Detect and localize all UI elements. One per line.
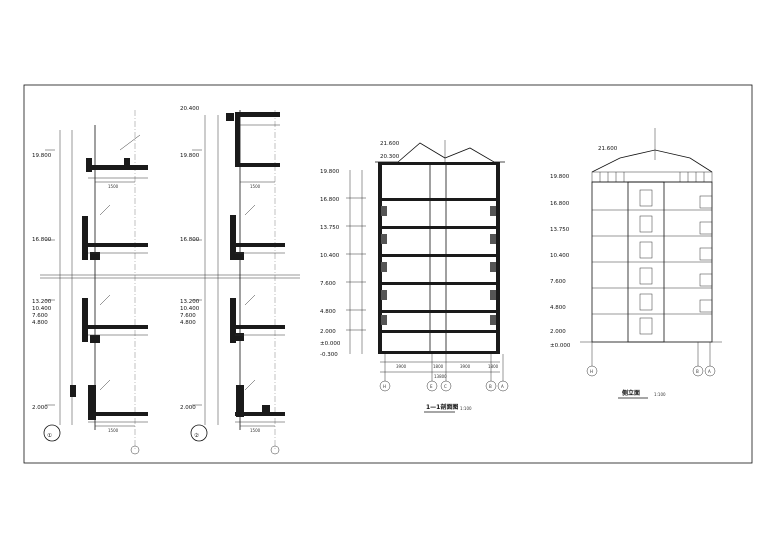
elevation-elev-6: 4.800 — [550, 305, 566, 311]
section-scale: 1:100 — [460, 406, 472, 411]
elevation-elev-7: 2.000 — [550, 329, 566, 335]
wall2-elevation-5: 7.600 — [180, 313, 196, 319]
elevation-axis-1: B — [696, 369, 699, 374]
elevation-scale: 1:100 — [654, 392, 666, 397]
section-elevation-6: 7.600 — [320, 281, 336, 287]
section-axis-4: A — [501, 384, 504, 389]
section-elevation-4: 13.750 — [320, 225, 340, 231]
section-1-1: 21.600 20.300 19.800 16.800 13.750 10.40… — [320, 140, 509, 413]
wall2-elevation-6: 4.800 — [180, 320, 196, 326]
section-elevation-0: 21.600 — [380, 141, 400, 147]
section-title: 1—1剖面图 — [426, 403, 458, 411]
elevation-elev-3: 13.750 — [550, 227, 570, 233]
wall1-elevation-1: 16.800 — [32, 237, 52, 243]
elevation-elev-8: ±0.000 — [550, 343, 571, 349]
section-axis-3: B — [489, 384, 492, 389]
section-axis-1: E — [430, 384, 433, 389]
wall-section-2: 20.400 19.800 16.800 13.200 10.400 7.600… — [180, 106, 285, 455]
wall1-elevation-6: 2.000 — [32, 405, 48, 411]
wall2-dimension-top: 1500 — [250, 184, 261, 189]
wall1-section-marker — [43, 424, 61, 442]
wall2-elevation-7: 2.000 — [180, 405, 196, 411]
section-elevation-10: -0.300 — [320, 352, 338, 358]
section-floor-slabs — [378, 162, 500, 354]
wall2-elevation-4: 10.400 — [180, 306, 200, 312]
wall1-elevation-0: 19.800 — [32, 153, 52, 159]
side-elevation: 21.600 19.800 16.800 13.750 10.400 7.600… — [550, 128, 722, 399]
elevation-elev-5: 7.600 — [550, 279, 566, 285]
drawing-frame — [23, 84, 753, 464]
section-elevation-9: ±0.000 — [320, 341, 341, 347]
wall2-section-marker — [190, 424, 208, 442]
elevation-title: 侧立面 — [622, 389, 640, 397]
section-dim-3: 1800 — [488, 364, 499, 369]
wall1-elevation-4: 7.600 — [32, 313, 48, 319]
section-dim-1: 1800 — [433, 364, 444, 369]
elevation-elev-2: 16.800 — [550, 201, 570, 207]
wall2-elevation-0: 20.400 — [180, 106, 200, 112]
elevation-axis-2: A — [708, 369, 711, 374]
elevation-windows — [639, 189, 653, 335]
wall1-marker-label: ① — [47, 433, 52, 439]
wall2-dimension-bottom: 1500 — [250, 428, 261, 433]
section-elevation-2: 19.800 — [320, 169, 340, 175]
wall2-elevation-3: 13.200 — [180, 299, 200, 305]
wall1-dimension-top: 1500 — [108, 184, 119, 189]
section-elevation-5: 10.400 — [320, 253, 340, 259]
wall2-marker-label: ② — [194, 432, 199, 439]
section-dim-0: 3900 — [396, 364, 407, 369]
elevation-elev-4: 10.400 — [550, 253, 570, 259]
section-elevation-8: 2.000 — [320, 329, 336, 335]
elevation-elev-0: 21.600 — [598, 146, 618, 152]
section-dim-2: 3900 — [460, 364, 471, 369]
section-elevation-3: 16.800 — [320, 197, 340, 203]
wall1-elevation-3: 10.400 — [32, 306, 52, 312]
section-total-dim: 13800 — [434, 374, 447, 379]
wall1-dimension-bottom: 1500 — [108, 428, 119, 433]
section-axis-2: C — [444, 384, 447, 389]
section-elevation-7: 4.800 — [320, 309, 336, 315]
wall1-elevation-5: 4.800 — [32, 320, 48, 326]
section-axis-0: H — [383, 384, 386, 389]
wall2-elevation-1: 19.800 — [180, 153, 200, 159]
elevation-elev-1: 19.800 — [550, 174, 570, 180]
elevation-axis-0: H — [590, 369, 593, 374]
wall2-elevation-2: 16.800 — [180, 237, 200, 243]
wall1-elevation-2: 13.200 — [32, 299, 52, 305]
wall-section-1: 19.800 16.800 13.200 10.400 7.600 4.800 … — [32, 110, 300, 455]
section-elevation-1: 20.300 — [380, 154, 400, 160]
